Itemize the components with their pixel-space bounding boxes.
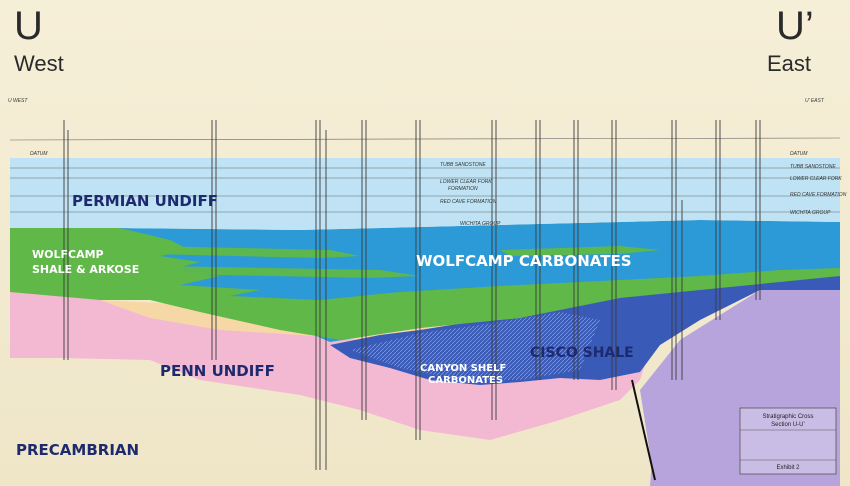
exhibit-box: Stratigraphic Cross Section U-U’ Exhibit… — [739, 407, 837, 475]
exhibit-title-1: Stratigraphic Cross — [762, 414, 813, 420]
formation-label: FORMATION — [448, 186, 478, 192]
cisco-shale-label: CISCO SHALE — [530, 345, 634, 361]
precambrian-label: PRECAMBRIAN — [16, 441, 139, 459]
wolfcamp-shale-layer — [10, 228, 840, 340]
datum-label-east: DATUM — [790, 151, 808, 157]
lower-clear-fork-label: LOWER CLEAR FORK — [440, 179, 492, 185]
east-section-letter: U’ — [776, 4, 814, 48]
penn-undiff-label: PENN UNDIFF — [160, 362, 275, 380]
west-label: West — [14, 51, 64, 76]
red-cave-label: RED CAVE FORMATION — [440, 199, 497, 205]
wolfcamp-shale-label-1: WOLFCAMP — [32, 248, 104, 261]
wichita-label: WICHITA GROUP — [460, 221, 501, 227]
well-logs — [63, 120, 761, 470]
wichita-label-east: WICHITA GROUP — [790, 210, 831, 216]
exhibit-number: Exhibit 2 — [776, 465, 800, 471]
east-label: East — [767, 51, 812, 76]
formation-lines — [9, 137, 841, 213]
wolfcamp-shale-label-2: SHALE & ARKOSE — [32, 263, 139, 276]
penn-undiff-layer — [10, 290, 650, 440]
exhibit-title-2: Section U-U’ — [771, 422, 805, 428]
datum-label-west: DATUM — [30, 151, 48, 157]
tubb-label: TUBB SANDSTONE — [440, 162, 486, 168]
red-cave-label-east: RED CAVE FORMATION — [790, 192, 847, 198]
west-small-label: U WEST — [8, 98, 28, 104]
lower-clear-fork-label-east: LOWER CLEAR FORK — [790, 176, 842, 182]
canyon-shelf-label-1: CANYON SHELF — [420, 363, 506, 374]
canyon-shelf-hatch — [350, 312, 600, 380]
permian-undiff-label: PERMIAN UNDIFF — [72, 192, 218, 210]
canyon-shelf-label-2: CARBONATES — [428, 375, 503, 386]
tubb-label-east: TUBB SANDSTONE — [790, 164, 836, 170]
wolfcamp-shale-tongues — [150, 246, 660, 278]
fault-line — [631, 379, 656, 481]
west-section-letter: U — [14, 4, 43, 48]
east-small-label: U’ EAST — [805, 98, 825, 104]
wolfcamp-carbonates-label: WOLFCAMP CARBONATES — [416, 252, 632, 270]
